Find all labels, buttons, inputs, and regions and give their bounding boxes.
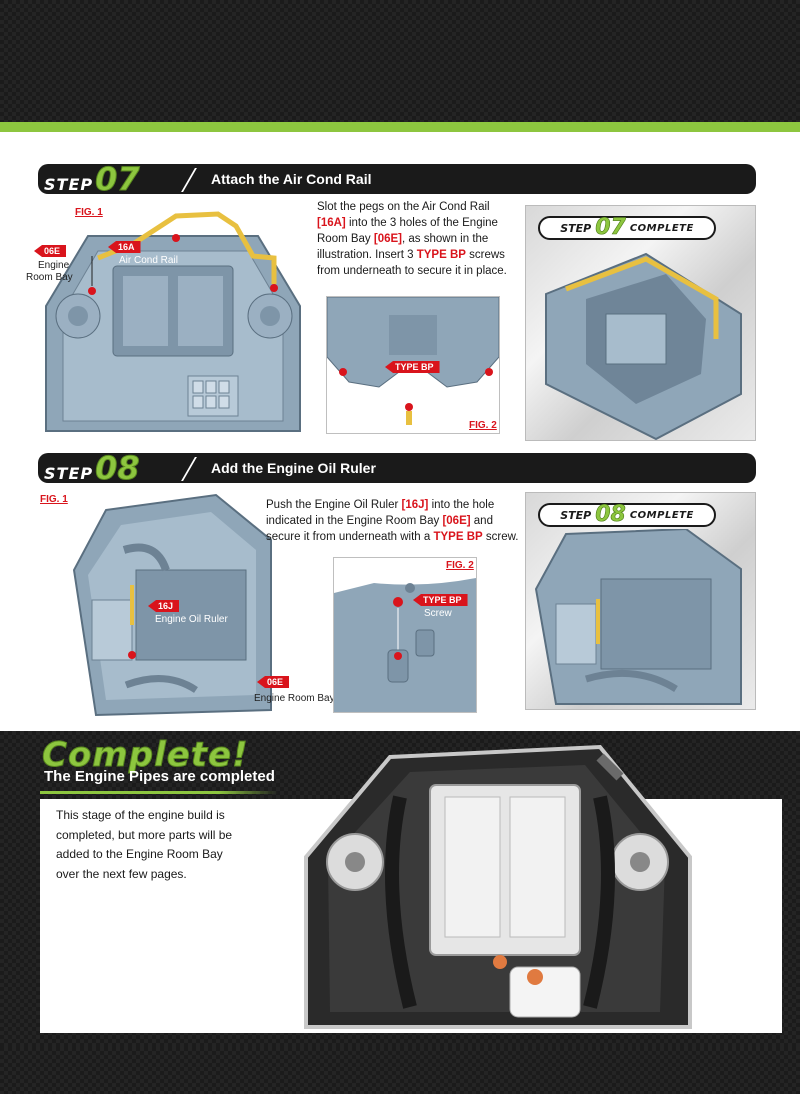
step-07-fig2-label: FIG. 2 bbox=[469, 420, 497, 431]
step-07-complete-step: STEP bbox=[560, 221, 592, 235]
step-08-number: 08 bbox=[95, 449, 141, 487]
step-07-tag-16a-sub: Air Cond Rail bbox=[119, 255, 178, 266]
step-08-fig1-label: FIG. 1 bbox=[40, 494, 68, 505]
header-carbon-band bbox=[0, 0, 800, 122]
step-08-tag-06e: 06E bbox=[257, 676, 290, 688]
step-08-engine-bay-diagram bbox=[72, 493, 272, 717]
step-08-word: STEP bbox=[44, 464, 94, 483]
complete-subtitle: The Engine Pipes are completed bbox=[44, 768, 275, 785]
step-07-complete-panel: STEP 07 COMPLETE bbox=[525, 205, 756, 441]
step-08-tag-06e-sub: Engine Room Bay bbox=[254, 693, 335, 704]
step-08-instructions: Push the Engine Oil Ruler [16J] into the… bbox=[266, 497, 526, 545]
step-07-complete-badge: STEP 07 COMPLETE bbox=[538, 216, 716, 240]
footer-carbon-band bbox=[0, 1047, 800, 1094]
step-08-complete-badge: STEP 08 COMPLETE bbox=[538, 503, 716, 527]
step-07-text-3: , as shown in the illustration. Insert 3 bbox=[317, 233, 489, 261]
step-07-fig2-box bbox=[326, 296, 500, 434]
step-08-complete-word: COMPLETE bbox=[629, 509, 694, 521]
header-green-stripe bbox=[0, 122, 800, 132]
step-08-text-06e: [06E] bbox=[442, 515, 471, 527]
step-08-text-16j: [16J] bbox=[401, 499, 429, 511]
step-08-text-typebp: TYPE BP bbox=[433, 531, 483, 543]
step-08-fig2-tag-typebp: TYPE BP bbox=[413, 594, 468, 606]
step-07-text-16a: [16A] bbox=[317, 217, 346, 229]
step-07-header-bar: STEP 07 Attach the Air Cond Rail bbox=[38, 160, 756, 198]
step-07-text-4: screws from underneath to secure it in p… bbox=[317, 249, 507, 277]
step-07-fig2-tag-sub: Screws bbox=[400, 375, 433, 386]
step-08-tag-16j: 16J bbox=[148, 600, 180, 612]
step-07-fig2-tag-typebp: TYPE BP bbox=[385, 361, 440, 373]
step-08-fig2-diagram bbox=[334, 558, 476, 712]
step-07-complete-photo bbox=[545, 252, 742, 440]
step-07-instructions: Slot the pegs on the Air Cond Rail [16A]… bbox=[317, 199, 517, 279]
step-08-complete-panel: STEP 08 COMPLETE bbox=[525, 492, 756, 710]
step-07-tag-16a: 16A bbox=[108, 241, 141, 253]
step-08-fig2-box bbox=[333, 557, 477, 713]
step-08-text-1: Push the Engine Oil Ruler bbox=[266, 499, 402, 511]
step-08-complete-step: STEP bbox=[560, 508, 592, 522]
step-08-tag-16j-sub: Engine Oil Ruler bbox=[155, 614, 228, 625]
complete-engine-photo bbox=[300, 737, 696, 1033]
step-07-fig2-diagram bbox=[326, 296, 500, 425]
complete-engine-bay-model bbox=[304, 744, 692, 1029]
step-07-title: Attach the Air Cond Rail bbox=[211, 171, 372, 187]
step-08-complete-photo bbox=[534, 529, 742, 705]
complete-title: Complete! bbox=[42, 735, 249, 776]
step-07-text-06e: [06E] bbox=[373, 233, 403, 245]
step-08-badge: STEP 08 bbox=[44, 449, 141, 487]
step-08-text-4: screw. bbox=[482, 531, 519, 543]
step-08-complete-num: 08 bbox=[595, 502, 626, 527]
step-07-text-typebp: TYPE BP bbox=[416, 249, 466, 261]
step-07-number: 07 bbox=[95, 160, 141, 198]
step-08-fig2-label: FIG. 2 bbox=[446, 560, 474, 571]
step-07-complete-word: COMPLETE bbox=[629, 222, 694, 234]
step-07-tag-06e-line2: Room Bay bbox=[26, 272, 73, 283]
step-08-text-2: into the hole indicated in the Engine Ro… bbox=[266, 499, 495, 527]
step-08-header-bar: STEP 08 Add the Engine Oil Ruler bbox=[38, 449, 756, 487]
step-07-text-1: Slot the pegs on the Air Cond Rail bbox=[317, 201, 490, 213]
complete-body-text: This stage of the engine build is comple… bbox=[56, 808, 233, 881]
step-07-tag-06e-line1: Engine bbox=[38, 260, 70, 271]
step-07-fig1-illustration bbox=[38, 196, 308, 442]
step-08-title: Add the Engine Oil Ruler bbox=[211, 460, 376, 476]
step-07-fig1-label: FIG. 1 bbox=[75, 207, 103, 218]
complete-subtitle-underline bbox=[40, 791, 278, 794]
step-07-text-2: into the 3 holes of the Engine Room Bay bbox=[317, 217, 498, 245]
step-08-fig1-illustration bbox=[66, 490, 286, 722]
step-07-complete-num: 07 bbox=[595, 215, 626, 240]
step-07-tag-06e: 06E bbox=[34, 245, 67, 257]
step-07-badge: STEP 07 bbox=[44, 160, 141, 198]
step-08-text-3: and secure it from underneath with a bbox=[266, 515, 493, 543]
step-07-engine-bay-diagram bbox=[45, 211, 301, 432]
step-07-word: STEP bbox=[44, 175, 94, 194]
step-08-fig2-tag-sub: Screw bbox=[424, 608, 452, 619]
step-08-divider bbox=[181, 457, 197, 481]
step-07-divider bbox=[181, 168, 197, 192]
